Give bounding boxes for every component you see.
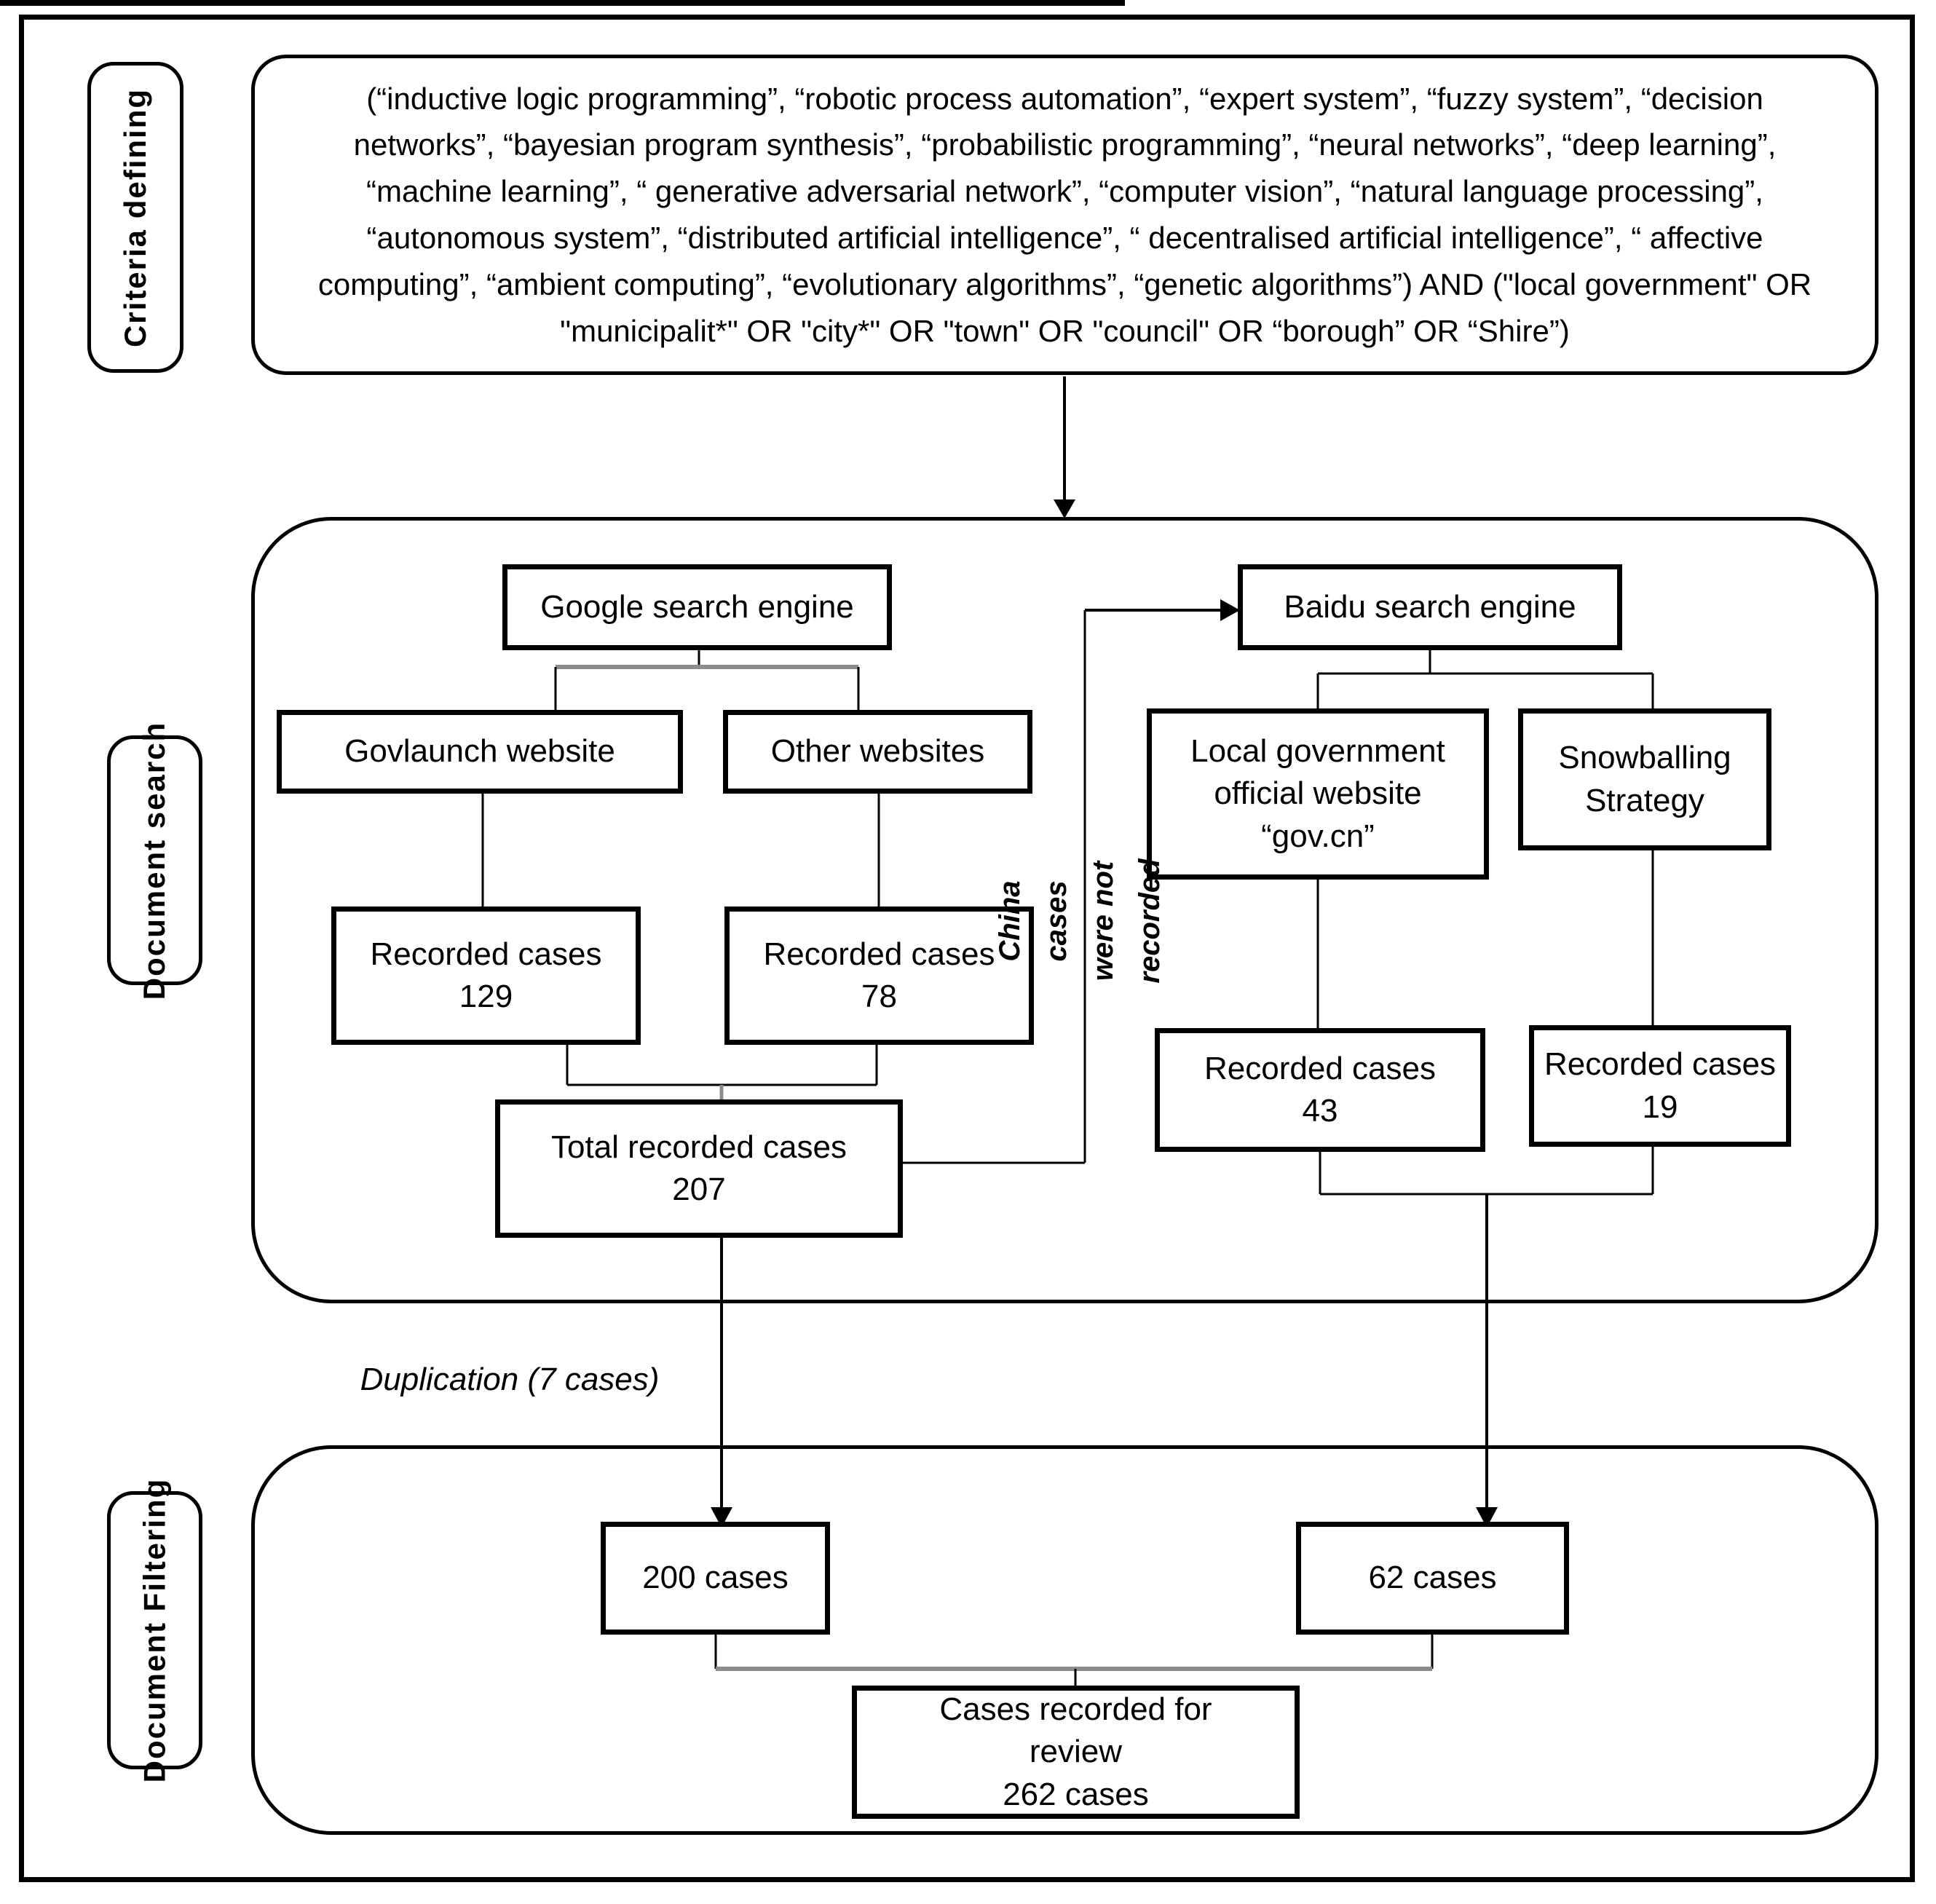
stage-label-criteria-defining-text: Criteria defining bbox=[118, 87, 153, 347]
node-local-government-official-website: Local government official website “gov.c… bbox=[1147, 708, 1489, 880]
criteria-query-box: (“inductive logic programming”, “robotic… bbox=[251, 55, 1878, 375]
node-recorded-cases-129: Recorded cases 129 bbox=[331, 906, 641, 1045]
node-google-search-engine: Google search engine bbox=[502, 564, 892, 650]
stage-label-criteria-defining: Criteria defining bbox=[87, 62, 183, 373]
annotation-china-cases-note-text: China cases were not recorded bbox=[994, 858, 1166, 984]
node-recorded-cases-19: Recorded cases 19 bbox=[1529, 1025, 1791, 1147]
criteria-query-text: (“inductive logic programming”, “robotic… bbox=[317, 81, 1812, 348]
annotation-duplication: Duplication (7 cases) bbox=[360, 1362, 660, 1397]
outer-frame bbox=[19, 15, 1915, 1882]
node-62-cases: 62 cases bbox=[1296, 1522, 1569, 1635]
node-recorded-cases-78: Recorded cases 78 bbox=[724, 906, 1034, 1045]
stage-label-document-filtering-text: Document Filtering bbox=[137, 1477, 172, 1783]
node-baidu-search-engine: Baidu search engine bbox=[1238, 564, 1622, 650]
node-recorded-cases-43: Recorded cases 43 bbox=[1155, 1028, 1485, 1152]
annotation-china-cases-note: China cases were not recorded bbox=[994, 684, 1166, 1158]
stage-label-document-search: Document search bbox=[107, 721, 202, 1000]
node-govlaunch-website: Govlaunch website bbox=[277, 710, 683, 794]
node-snowballing-strategy: Snowballing Strategy bbox=[1518, 708, 1771, 850]
node-total-recorded-cases-207: Total recorded cases 207 bbox=[495, 1099, 903, 1238]
stage-label-document-search-text: Document search bbox=[137, 721, 172, 1000]
node-200-cases: 200 cases bbox=[601, 1522, 830, 1635]
node-other-websites: Other websites bbox=[723, 710, 1032, 794]
stage-label-document-filtering: Document Filtering bbox=[107, 1478, 202, 1782]
node-cases-recorded-for-review: Cases recorded for review 262 cases bbox=[852, 1686, 1300, 1819]
top-edge-artifact-line bbox=[0, 0, 1125, 6]
